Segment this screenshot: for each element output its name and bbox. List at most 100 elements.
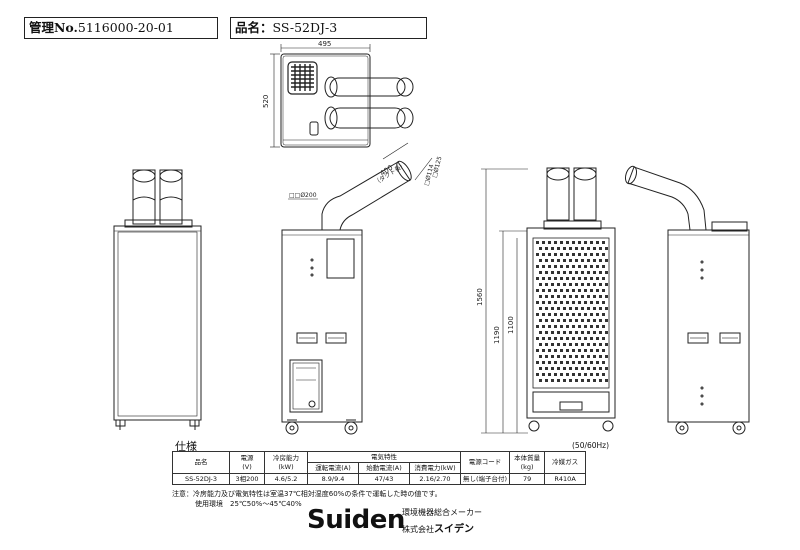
grille-perforation — [557, 319, 560, 322]
grille-perforation — [581, 271, 584, 274]
grille-perforation — [590, 349, 593, 352]
grille-perforation — [551, 259, 554, 262]
side-view — [281, 142, 433, 435]
rear-view — [624, 165, 750, 435]
grille-perforation — [599, 247, 602, 250]
grille-perforation — [605, 307, 608, 310]
grille-perforation — [569, 283, 572, 286]
grille-perforation — [536, 313, 539, 316]
cell-cooling: 4.6/5.2 — [264, 473, 308, 485]
grille-perforation — [581, 343, 584, 346]
grille-perforation — [587, 295, 590, 298]
grille-perforation — [563, 319, 566, 322]
grille-perforation — [554, 289, 557, 292]
grille-perforation — [560, 337, 563, 340]
grille-perforation — [584, 337, 587, 340]
cell-power: 3相200 — [229, 473, 265, 485]
grille-perforation — [581, 379, 584, 382]
product-name-label: 品名： — [235, 20, 273, 35]
grille-perforation — [566, 301, 569, 304]
grille-perforation — [539, 307, 542, 310]
suiden-logo: Suiden — [307, 505, 405, 535]
grille-perforation — [551, 319, 554, 322]
grille-perforation — [575, 379, 578, 382]
grille-perforation — [602, 277, 605, 280]
grille-perforation — [584, 241, 587, 244]
grille-perforation — [572, 241, 575, 244]
header-model: 品名 — [172, 451, 230, 474]
grille-perforation — [569, 367, 572, 370]
grille-perforation — [560, 301, 563, 304]
grille-perforation — [536, 253, 539, 256]
grille-perforation — [599, 367, 602, 370]
grille-perforation — [602, 265, 605, 268]
grille-perforation — [539, 271, 542, 274]
grille-perforation — [581, 259, 584, 262]
grille-perforation — [572, 277, 575, 280]
grille-perforation — [542, 349, 545, 352]
grille-perforation — [599, 331, 602, 334]
cell-model: SS-52DJ-3 — [172, 473, 230, 485]
grille-perforation — [581, 295, 584, 298]
grille-perforation — [542, 361, 545, 364]
grille-perforation — [548, 289, 551, 292]
grille-perforation — [578, 325, 581, 328]
grille-perforation — [578, 301, 581, 304]
grille-perforation — [542, 241, 545, 244]
grille-perforation — [548, 241, 551, 244]
header-refrigerant: 冷媒ガス — [544, 451, 587, 474]
grille-perforation — [605, 247, 608, 250]
grille-perforation — [554, 313, 557, 316]
grille-perforation — [545, 271, 548, 274]
grille-perforation — [578, 289, 581, 292]
dim-total-height: 1560 — [476, 288, 484, 306]
grille-perforation — [599, 307, 602, 310]
grille-perforation — [557, 367, 560, 370]
cell-starting-current: 47/43 — [358, 473, 410, 485]
grille-perforation — [554, 325, 557, 328]
grille-perforation — [599, 355, 602, 358]
grille-perforation — [560, 277, 563, 280]
grille-perforation — [563, 343, 566, 346]
grille-perforation — [542, 277, 545, 280]
grille-perforation — [593, 271, 596, 274]
grille-perforation — [548, 349, 551, 352]
cell-weight: 79 — [509, 473, 546, 485]
grille-perforation — [578, 373, 581, 376]
grille-perforation — [566, 373, 569, 376]
grille-perforation — [557, 247, 560, 250]
grille-perforation — [566, 349, 569, 352]
grille-perforation — [581, 319, 584, 322]
cell-running-current: 8.9/9.4 — [307, 473, 359, 485]
grille-perforation — [536, 373, 539, 376]
grille-perforation — [536, 241, 539, 244]
grille-perforation — [536, 277, 539, 280]
grille-perforation — [602, 325, 605, 328]
header-starting-current: 始動電流(A) — [358, 462, 410, 474]
grille-perforation — [593, 259, 596, 262]
grille-perforation — [548, 313, 551, 316]
grille-perforation — [557, 355, 560, 358]
grille-perforation — [587, 307, 590, 310]
grille-perforation — [563, 367, 566, 370]
grille-perforation — [572, 373, 575, 376]
note-conditions: 注意：冷房能力及び電気特性は室温37℃相対湿度60%の条件で運転した時の値です。 — [172, 490, 442, 498]
dim-height-1190: 1190 — [493, 326, 501, 344]
grille-perforation — [545, 331, 548, 334]
grille-perforation — [605, 259, 608, 262]
grille-perforation — [596, 253, 599, 256]
grille-perforation — [539, 247, 542, 250]
grille-perforation — [596, 325, 599, 328]
grille-perforation — [554, 361, 557, 364]
grille-perforation — [539, 295, 542, 298]
cell-cord: 無し(端子台付) — [459, 473, 511, 485]
grille-perforation — [605, 271, 608, 274]
grille-perforation — [602, 301, 605, 304]
grille-perforation — [584, 325, 587, 328]
grille-perforation — [560, 325, 563, 328]
grille-perforation — [551, 343, 554, 346]
grille-perforation — [551, 367, 554, 370]
grille-perforation — [590, 289, 593, 292]
grille-perforation — [605, 379, 608, 382]
grille-perforation — [590, 253, 593, 256]
